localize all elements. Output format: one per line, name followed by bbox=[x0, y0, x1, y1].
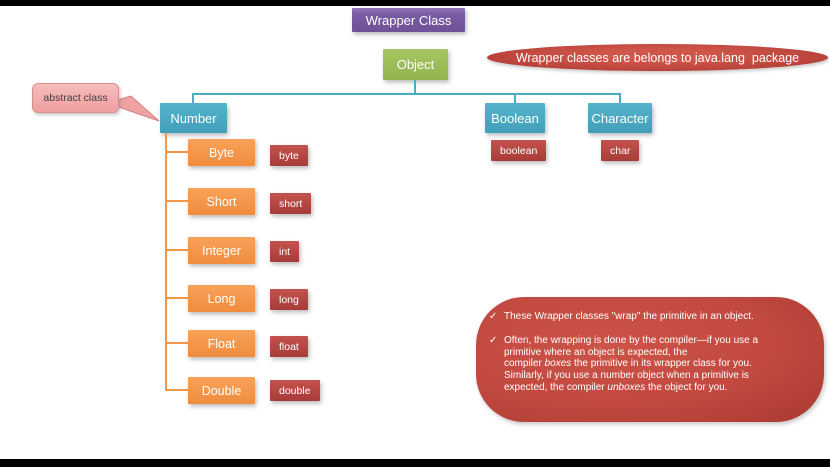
short-class-box: Short bbox=[188, 188, 255, 215]
byte-primitive-box: byte bbox=[270, 145, 308, 166]
float-primitive-box: float bbox=[270, 336, 308, 357]
character-class-box: Character bbox=[588, 103, 652, 133]
check-icon: ✓ bbox=[489, 311, 498, 322]
double-class-box: Double bbox=[188, 377, 255, 404]
connector-drop-number bbox=[192, 95, 194, 103]
note-bullet-2-text: Often, the wrapping is done by the compi… bbox=[504, 334, 759, 393]
float-class-box: Float bbox=[188, 330, 255, 357]
long-class-box: Long bbox=[188, 285, 255, 312]
double-primitive-box: double bbox=[270, 380, 320, 401]
connector-drop-boolean bbox=[514, 95, 516, 103]
number-class-box: Number bbox=[160, 103, 227, 133]
number-stub-double bbox=[167, 389, 188, 391]
callout-tail bbox=[105, 95, 160, 122]
char-primitive-box: char bbox=[601, 140, 640, 161]
java-lang-note-ellipse: Wrapper classes are belongs to java.lang… bbox=[487, 44, 828, 71]
number-stub-byte bbox=[167, 151, 188, 153]
boolean-primitive-box: boolean bbox=[491, 140, 547, 161]
number-stub-integer bbox=[167, 249, 188, 251]
connector-object-stem bbox=[414, 80, 416, 93]
letterbox-bar-top bbox=[0, 0, 830, 6]
note-bullet-2: ✓ Often, the wrapping is done by the com… bbox=[489, 335, 804, 394]
boolean-class-box: Boolean bbox=[485, 103, 545, 133]
integer-class-box: Integer bbox=[188, 237, 255, 264]
connector-branch-horizontal bbox=[192, 93, 621, 95]
letterbox-bar-bottom bbox=[0, 459, 830, 467]
byte-class-box: Byte bbox=[188, 139, 255, 166]
number-stub-float bbox=[167, 342, 188, 344]
abstract-class-callout: abstract class bbox=[32, 83, 119, 113]
number-spine bbox=[165, 133, 167, 391]
check-icon: ✓ bbox=[489, 334, 498, 346]
number-stub-short bbox=[167, 200, 188, 202]
number-stub-long bbox=[167, 297, 188, 299]
object-box: Object bbox=[383, 49, 448, 80]
int-primitive-box: int bbox=[270, 241, 300, 262]
short-primitive-box: short bbox=[270, 193, 312, 214]
long-primitive-box: long bbox=[270, 289, 308, 310]
wrapper-notes-panel: ✓ These Wrapper classes "wrap" the primi… bbox=[476, 297, 824, 422]
connector-drop-character bbox=[619, 95, 621, 103]
note-bullet-1: ✓ These Wrapper classes "wrap" the primi… bbox=[489, 311, 804, 323]
note-bullet-1-text: These Wrapper classes "wrap" the primiti… bbox=[504, 311, 754, 322]
wrapper-class-box: Wrapper Class bbox=[352, 8, 465, 32]
